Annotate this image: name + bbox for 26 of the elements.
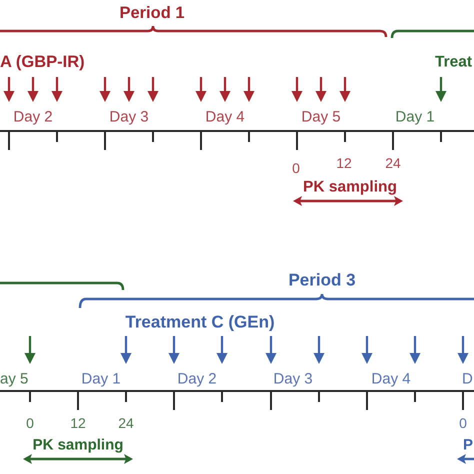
hour-label: 0 (292, 161, 300, 175)
hour-label: 0 (26, 416, 34, 430)
sampling-label: P (463, 438, 474, 452)
day-label: Day 4 (371, 372, 411, 386)
hour-label: 12 (336, 156, 352, 170)
treatment-label: A (GBP-IR) (0, 54, 85, 70)
hour-label: 12 (70, 416, 86, 430)
sampling-label: PK sampling (32, 438, 124, 452)
period-label: Period 1 (119, 4, 185, 22)
sampling-label: PK sampling (303, 179, 397, 195)
day-label: ay 5 (0, 372, 28, 386)
day-label: Day 2 (177, 372, 217, 386)
period-label: Period 3 (288, 272, 356, 288)
treatment-label: Treat (435, 54, 472, 70)
day-label: Day 3 (273, 372, 313, 386)
day-label: Day 4 (205, 110, 245, 124)
hour-label: 24 (385, 156, 401, 170)
day-label: D (462, 372, 473, 386)
treatment-label: Treatment C (GEn) (125, 314, 275, 330)
hour-label: 0 (459, 416, 467, 430)
day-label: Day 1 (81, 372, 121, 386)
day-label: Day 5 (301, 110, 341, 124)
day-label: Day 3 (109, 110, 149, 124)
day-label: Day 2 (13, 110, 53, 124)
hour-label: 24 (118, 416, 134, 430)
day-label: Day 1 (395, 110, 435, 124)
